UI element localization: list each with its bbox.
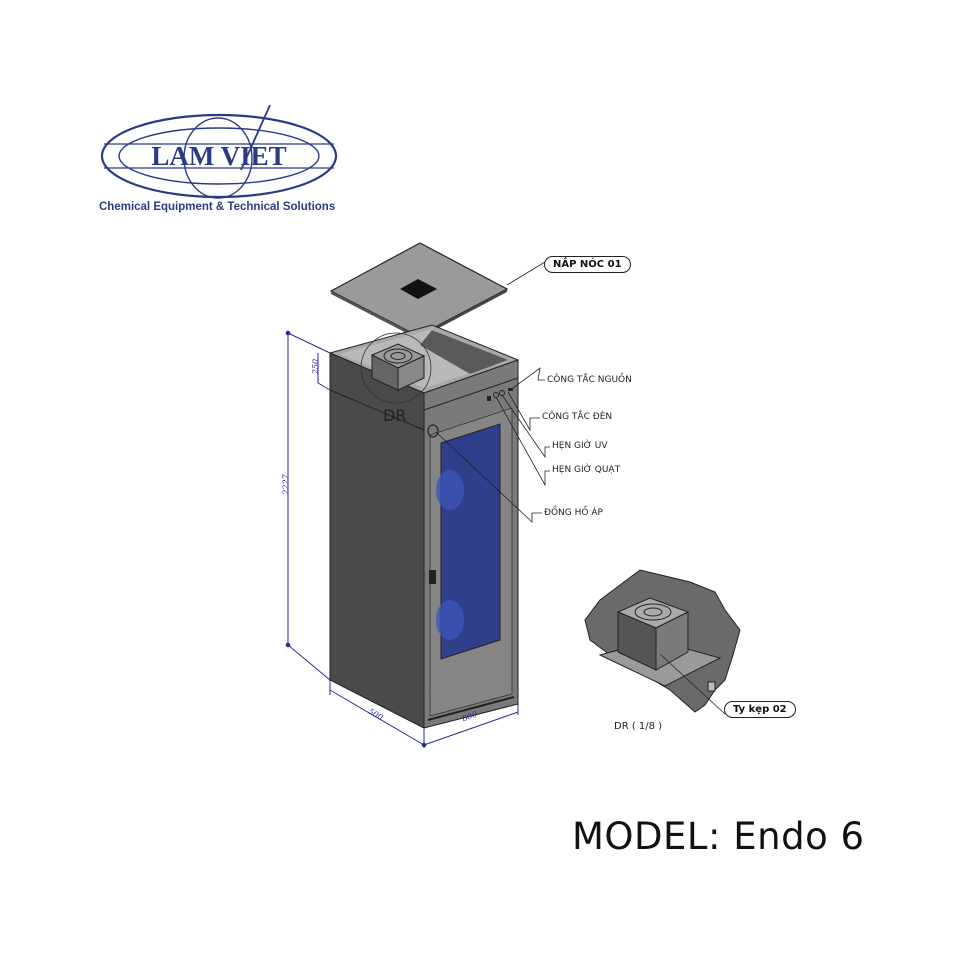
fan-unit (370, 343, 426, 391)
brand-text: LAM VIET (151, 141, 286, 171)
dim-height-total: 2227 (281, 474, 291, 495)
detail-view (584, 569, 741, 715)
lam-viet-logo: LAM VIET (100, 104, 338, 199)
pressure-gauge-icon (427, 424, 439, 438)
detail-circle (360, 332, 432, 404)
callout-pressure-gauge: ĐỒNG HỒ ÁP (544, 508, 603, 518)
cabinet-body (328, 324, 520, 729)
detail-view-title: DR ( 1/8 ) (614, 721, 663, 732)
top-cover-panel (329, 242, 509, 339)
callout-light-switch: CÔNG TẮC ĐÈN (542, 412, 613, 422)
callout-uv-timer: HẸN GIỜ UV (552, 441, 608, 451)
logo-tagline: Chemical Equipment & Technical Solutions (99, 201, 336, 213)
callout-fan-timer: HẸN GIỜ QUẠT (552, 465, 621, 475)
door-handle (429, 570, 436, 584)
detail-marker: DR (383, 406, 407, 425)
model-label: MODEL: Endo 6 (572, 815, 865, 858)
callout-clamp-rod: Ty kẹp 02 (724, 701, 796, 718)
callout-top-cover: NẮP NÓC 01 (544, 256, 631, 273)
dim-top-height: 250 (311, 358, 321, 375)
callout-power-switch: CÔNG TẮC NGUỒN (547, 375, 632, 385)
control-switches (487, 396, 491, 401)
